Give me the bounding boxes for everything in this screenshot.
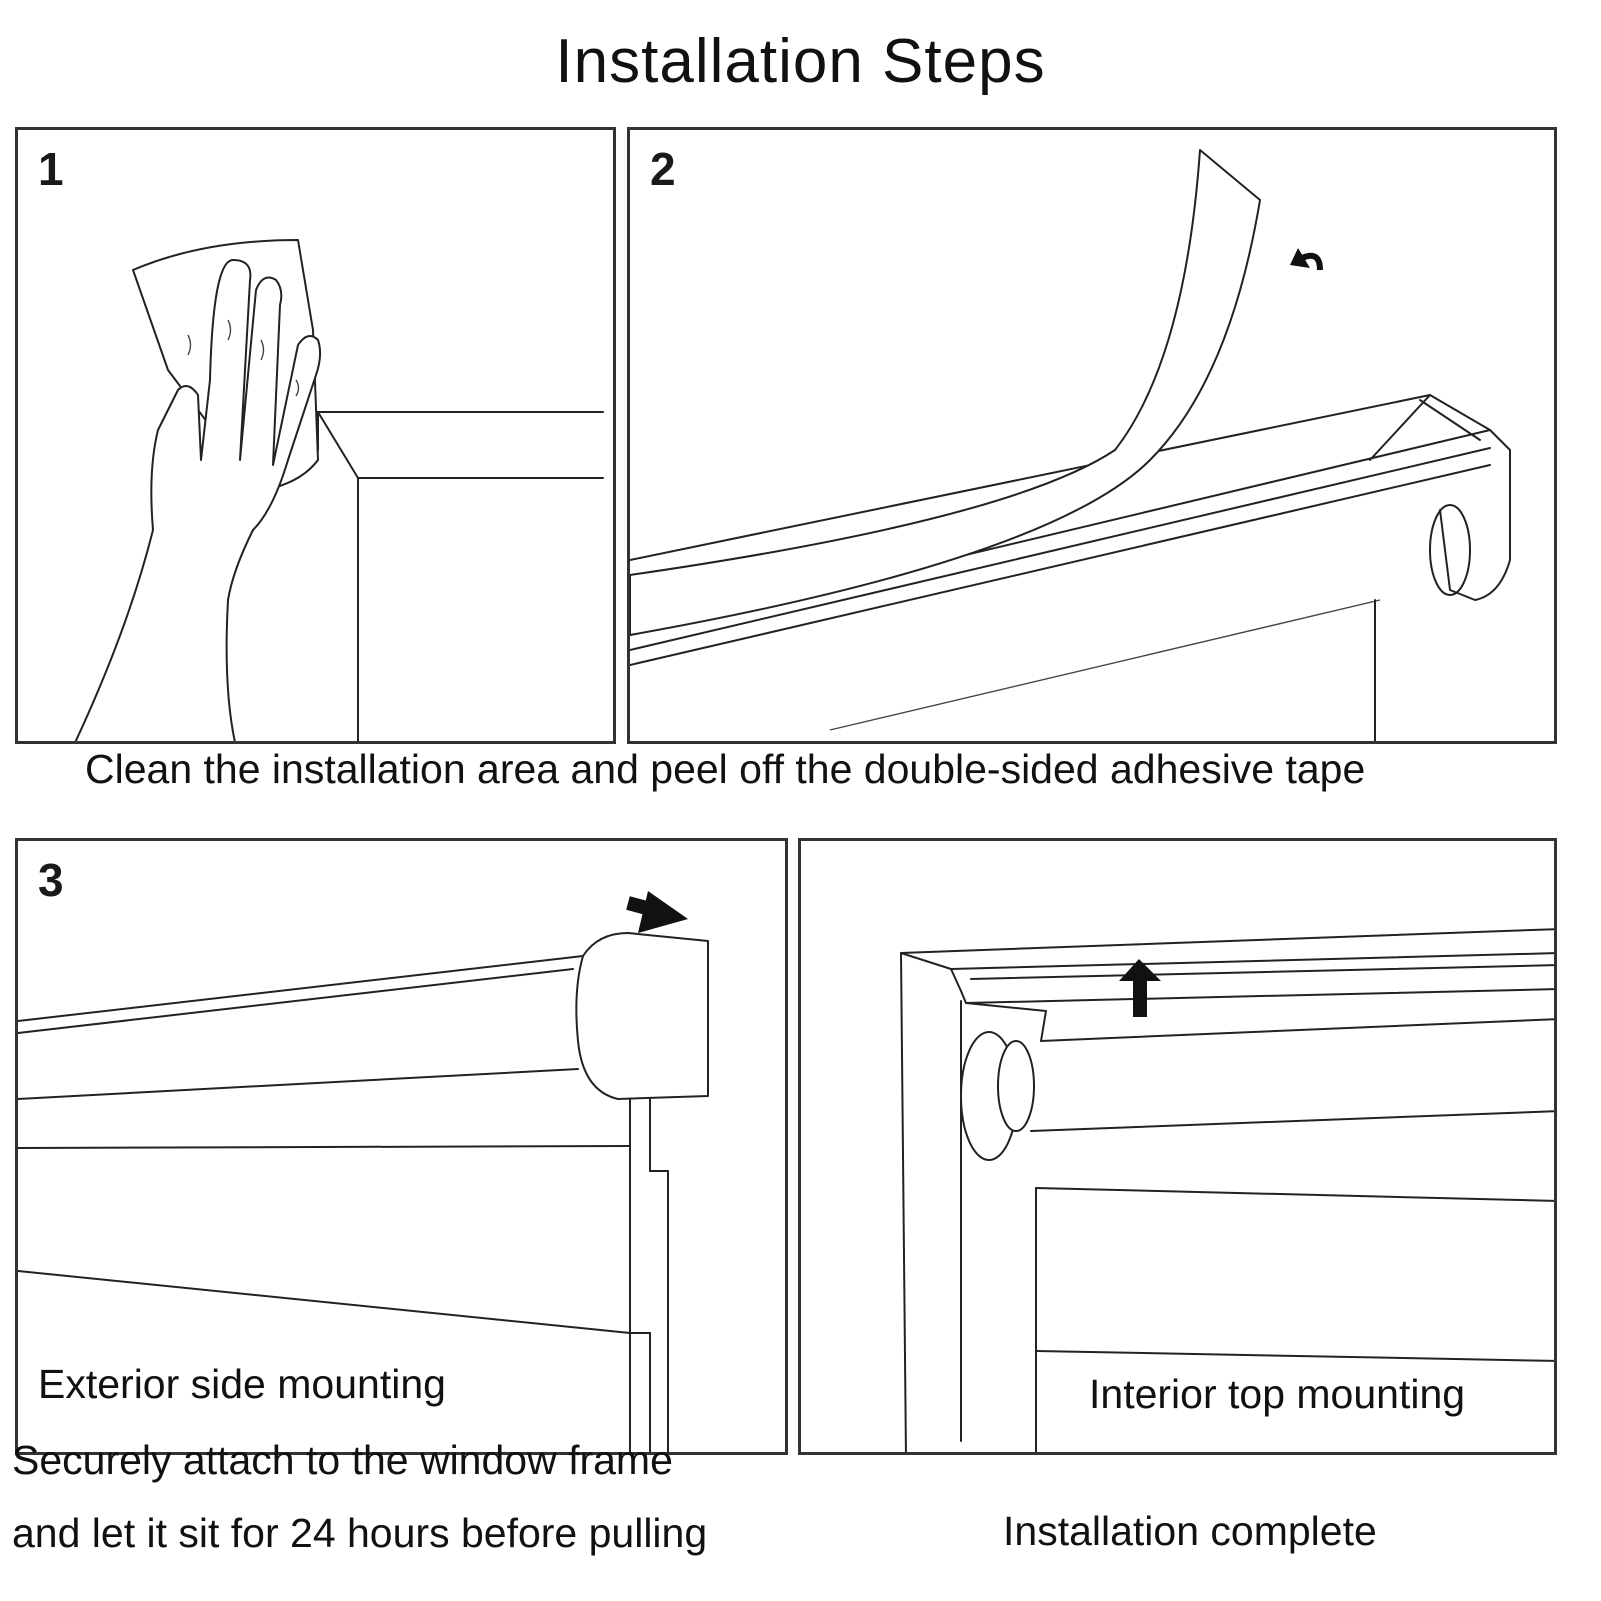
interior-mount-panel: Interior top mounting [798, 838, 1557, 1455]
step-3-number: 3 [38, 854, 64, 906]
step-2-number: 2 [650, 143, 676, 195]
caption-attach-line-2: and let it sit for 24 hours before pulli… [12, 1510, 708, 1556]
interior-mount-illustration [900, 928, 1554, 1452]
interior-mounting-label: Interior top mounting [1089, 1371, 1466, 1417]
exterior-mount-illustration [18, 891, 709, 1452]
up-arrow-icon [1119, 959, 1161, 1017]
caption-installation-complete: Installation complete [1003, 1508, 1377, 1554]
right-arrow-icon [626, 891, 688, 933]
step-1-panel: 1 [15, 127, 616, 744]
step-3-panel: 3 Exterior side mounting [15, 838, 788, 1455]
exterior-mounting-label: Exterior side mounting [38, 1361, 446, 1407]
peel-tape-illustration [630, 149, 1511, 741]
step-2-panel: 2 [627, 127, 1557, 744]
page-title: Installation Steps [555, 27, 1046, 96]
step-1-number: 1 [38, 143, 64, 195]
cleaning-hand-illustration [74, 239, 604, 741]
caption-attach-line-1: Securely attach to the window frame [12, 1437, 673, 1483]
caption-clean-and-peel: Clean the installation area and peel off… [85, 746, 1366, 792]
curved-arrow-icon [1290, 248, 1323, 271]
